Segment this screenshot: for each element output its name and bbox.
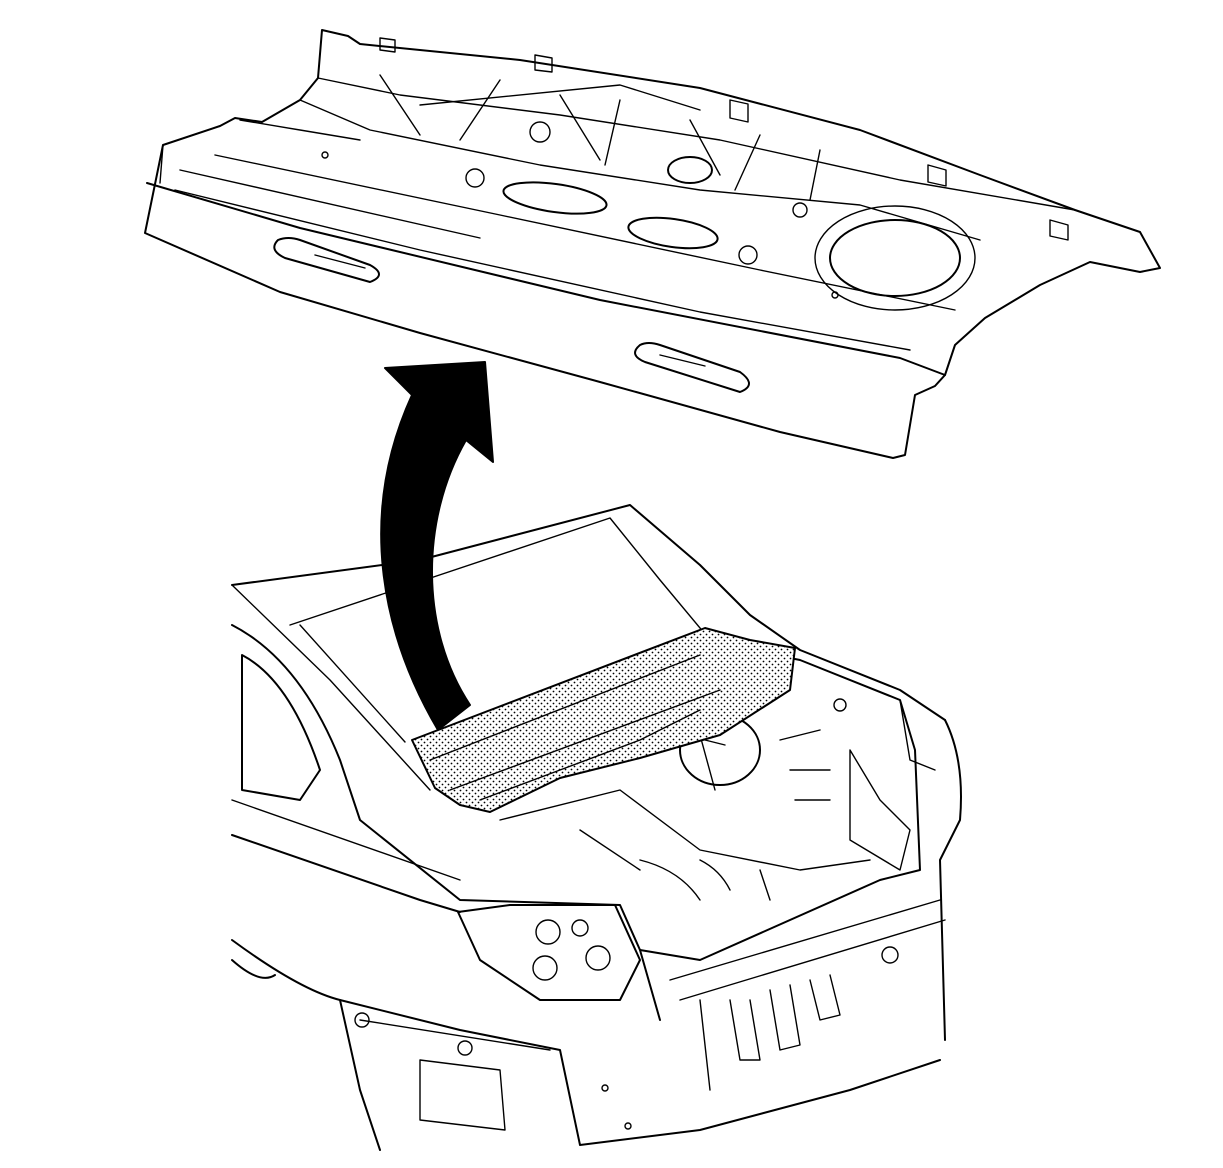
shelf-front-edge [146,182,946,376]
quarter-panel [231,624,661,1021]
quarter-window [241,654,321,801]
shelf-oval-opening-3 [667,156,713,184]
shelf-speaker-opening [829,219,961,297]
shelf-slot-right [634,342,750,393]
rear-shelf-panel [144,29,1161,459]
shelf-slot-left [273,237,380,283]
rear-bumper-lower [339,999,941,1146]
shelf-installed-location [411,627,796,813]
vehicle-rear-body [231,504,962,1151]
tail-lamp-housing [457,904,641,1001]
shelf-oval-opening-2 [627,216,719,250]
removal-arrow [380,361,494,731]
rear-window-frame [231,504,946,721]
shelf-oval-opening-1 [502,181,608,215]
